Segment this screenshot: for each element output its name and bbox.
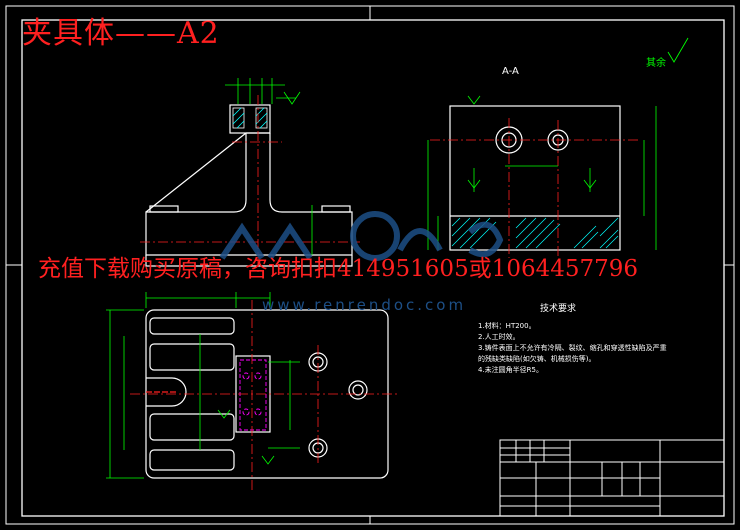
- tech-requirements: 技术要求 1.材料：HT200。 2.人工时效。 3.铸件表面上不允许有冷隔、裂…: [478, 304, 678, 376]
- watermark-logo: [219, 211, 504, 261]
- roughness-note: 其余: [646, 58, 666, 69]
- section-dims: [427, 95, 657, 250]
- roughness-symbol: [667, 37, 689, 63]
- section-hatch: [451, 217, 619, 249]
- sheet-title: 夹具体——A2: [22, 16, 220, 51]
- front-view: [145, 104, 353, 267]
- front-view-centerlines: [140, 95, 360, 275]
- tech-heading: 技术要求: [540, 304, 577, 314]
- promo-banner: 充值下载购买原稿，咨询扣扣414951605或1064457796: [38, 256, 639, 282]
- tech-item: 3.铸件表面上不允许有冷隔、裂纹、缩孔和穿透性缺陷及严重: [478, 344, 667, 352]
- inner-frame: [21, 19, 725, 517]
- watermark-url: www.renrendoc.com: [262, 296, 467, 314]
- top-view-hidden: [239, 359, 267, 431]
- title-block: [499, 439, 725, 517]
- top-view-dims: [106, 292, 300, 479]
- top-view-centerlines: [130, 300, 400, 490]
- front-view-dims: [225, 78, 313, 255]
- front-view-hatch: [232, 107, 268, 129]
- section-centerlines: [430, 118, 640, 258]
- tech-item: 2.人工时效。: [478, 333, 520, 341]
- tech-item: 4.未注圆角半径R5。: [478, 366, 543, 374]
- tech-item: 1.材料：HT200。: [478, 322, 536, 330]
- section-label: A-A: [502, 66, 519, 77]
- tech-item: 的残缺类缺陷(如欠铸、机械损伤等)。: [478, 355, 596, 363]
